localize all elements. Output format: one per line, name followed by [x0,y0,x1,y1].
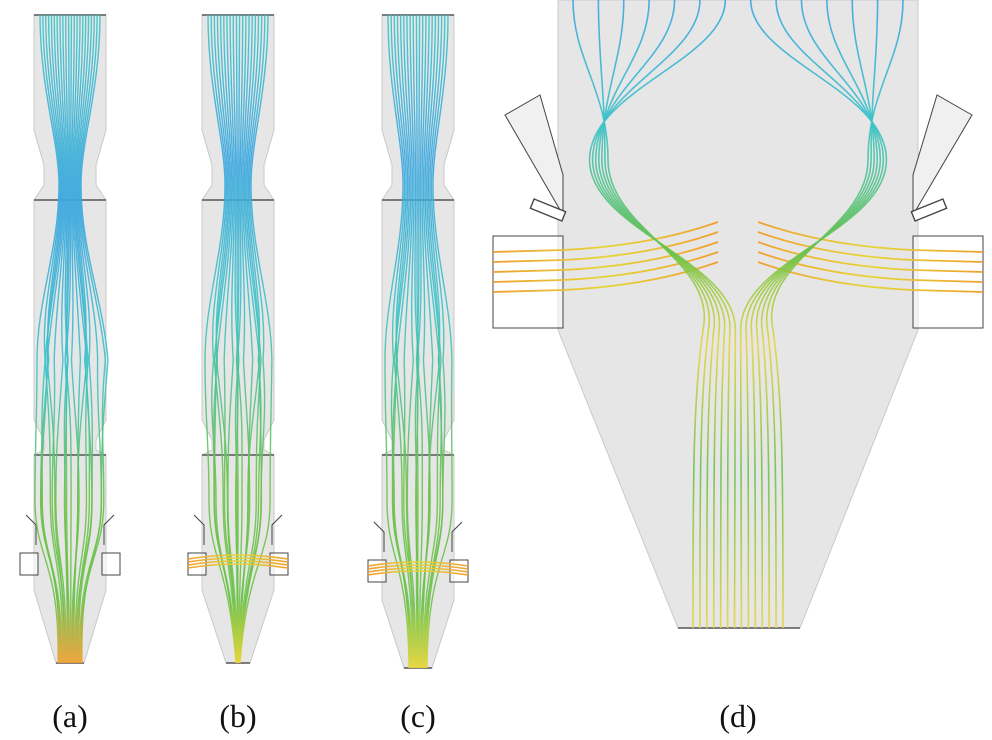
streamline [223,14,238,664]
jet-streamline [757,231,984,263]
jet-streamline [367,561,469,567]
jet-streamline [187,557,289,563]
streamline [227,14,239,664]
jet-streamline [492,221,719,253]
streamline [424,14,443,669]
jet-streamline [187,563,289,569]
streamline [65,14,70,664]
streamline [239,14,273,664]
nozzle-box-left [19,552,39,576]
streamline [415,14,421,669]
nozzle-tip-left [529,198,567,222]
streamline [34,14,60,664]
nozzle-arm-right [451,521,463,552]
streamline [234,14,241,664]
panel-b-streamlines [187,14,289,664]
jet-streamline [187,560,289,566]
nozzle-arm-left [373,521,385,552]
jet-streamline [757,261,984,293]
jet-streamline [757,221,984,253]
nozzle-funnel-left [504,94,564,217]
streamline [51,14,66,664]
panel-c-streamlines [367,14,469,669]
streamline [39,14,62,664]
panel-d-streamlines [492,0,984,629]
streamline [422,14,442,669]
streamline [237,14,251,664]
streamline [80,14,109,664]
panel-label-c: (c) [400,698,436,734]
streamline [44,14,64,664]
streamline [204,14,237,664]
streamline [597,0,721,629]
jet-streamline [367,567,469,573]
streamline [765,0,879,629]
streamline [426,14,453,669]
streamline [239,14,266,664]
streamline [393,14,414,669]
jet-streamline [492,261,719,293]
streamline [64,14,73,664]
jet-streamline [367,564,469,570]
streamline [770,0,904,629]
streamline [215,14,238,664]
streamline [755,0,879,629]
jet-streamline [757,241,984,273]
streamline [46,14,65,664]
streamline [55,14,68,664]
streamline [238,14,262,664]
jet-streamline [492,231,719,263]
jet-streamline [367,570,469,576]
zoom-housing [557,0,919,629]
streamline [77,14,94,664]
streamline [750,0,882,629]
streamline [384,14,410,669]
streamline [760,0,875,629]
streamline [403,14,416,669]
streamline [572,0,706,629]
jet-streamline [492,241,719,273]
streamline [76,14,91,664]
panel-label-d: (d) [719,698,757,734]
streamline [213,14,238,664]
streamline [236,14,244,664]
nozzle-arm-right [271,514,283,545]
panel-a-streamlines [19,14,121,664]
nozzle-arm-left [25,514,37,545]
streamline [588,0,737,629]
streamline [425,14,446,669]
streamline [406,14,417,669]
streamline [416,14,424,669]
streamline [395,14,415,669]
panel-label-b: (b) [219,698,257,734]
streamline [238,14,263,664]
streamline [79,14,107,664]
nozzle-funnel-right [912,94,973,217]
jet-streamline [187,554,289,560]
jet-streamline [492,251,719,283]
nozzle-arm-left [193,514,205,545]
streamline [74,14,89,664]
panel-label-a: (a) [52,698,88,734]
streamline [597,0,711,629]
nozzle-arm-right [103,514,115,545]
jet-streamline [757,251,984,283]
streamline [601,0,716,629]
nozzle-tip-right [910,198,948,222]
nozzle-box-right [101,552,121,576]
